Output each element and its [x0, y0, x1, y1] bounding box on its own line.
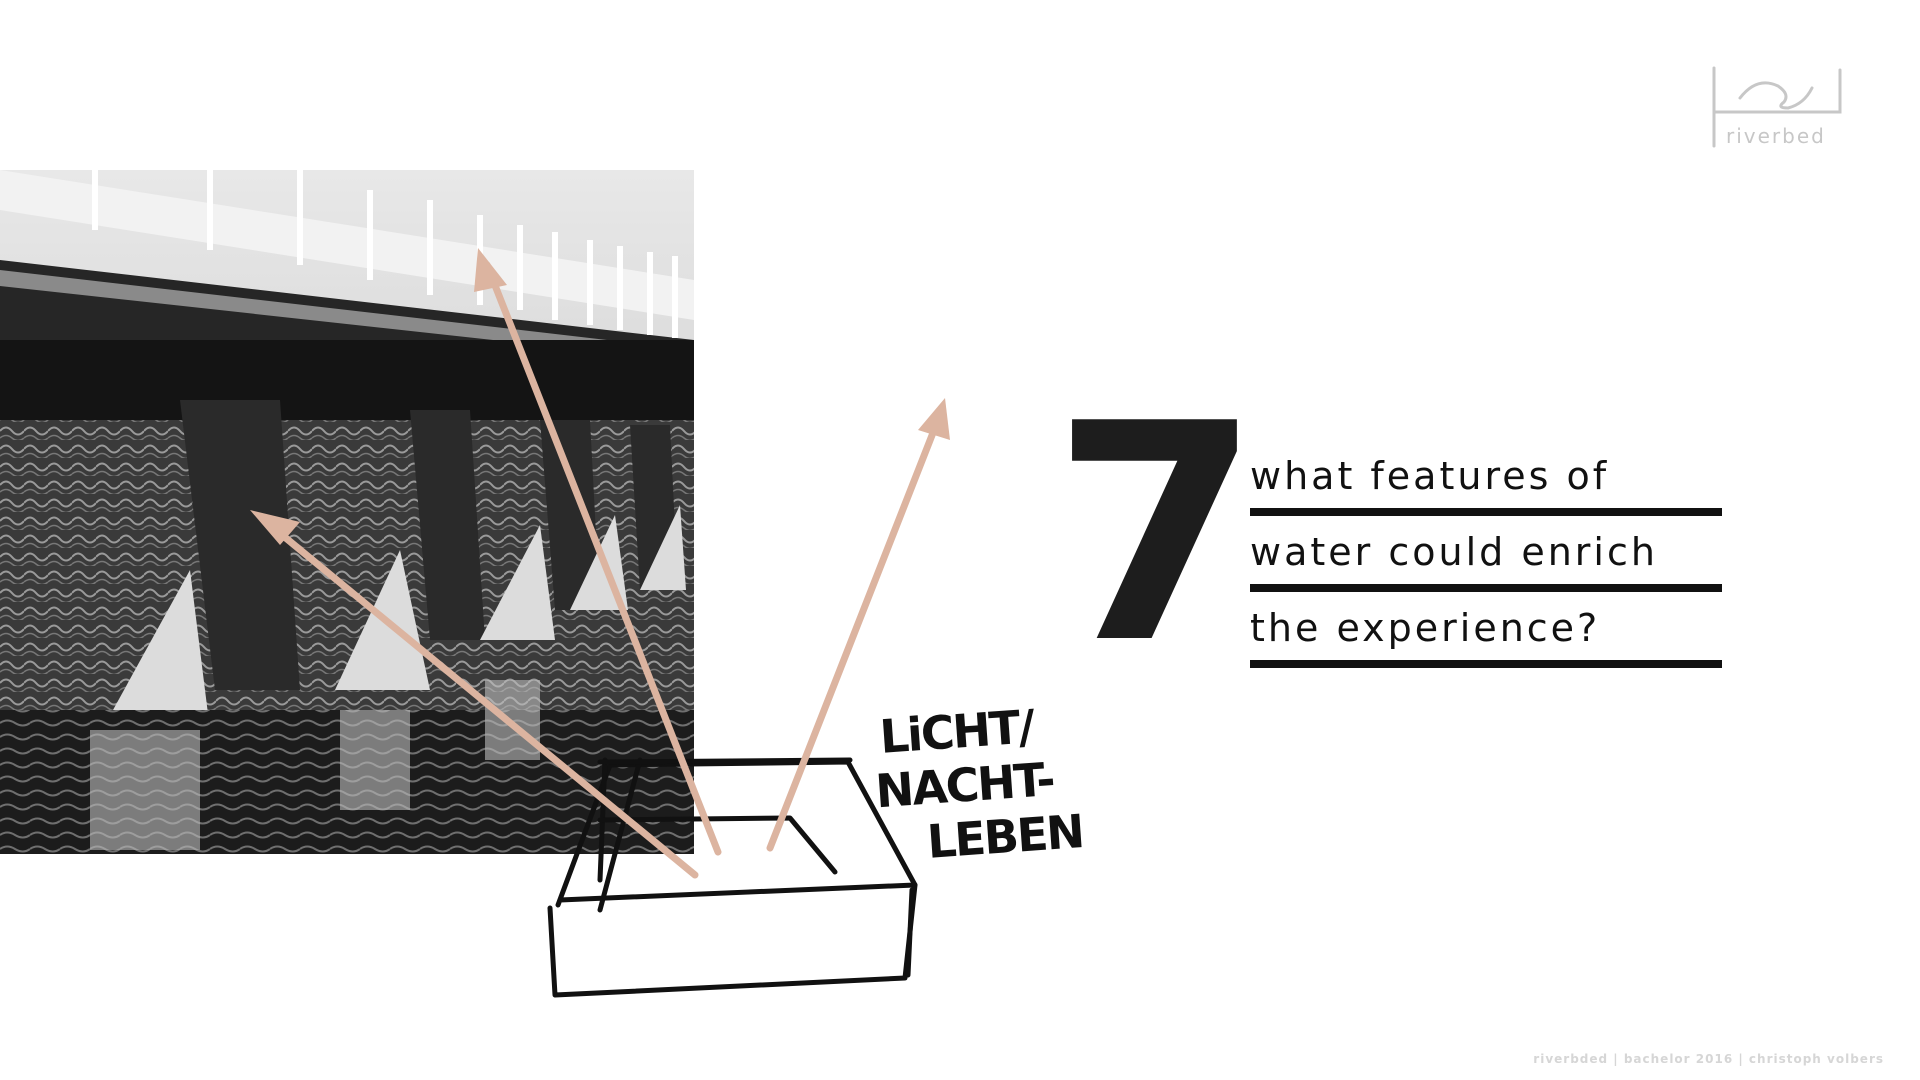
handwritten-line: LEBEN — [925, 804, 1085, 869]
logo-text: riverbed — [1726, 124, 1826, 148]
footer-credit: riverbded | bachelor 2016 | christoph vo… — [1533, 1052, 1884, 1066]
question-line: water could enrich — [1250, 516, 1722, 592]
question-line: the experience? — [1250, 592, 1722, 668]
riverbed-logo-icon — [1712, 66, 1842, 148]
question-line: what features of — [1250, 440, 1722, 516]
bridge-photo — [0, 170, 694, 854]
question-block: what features of water could enrich the … — [1250, 440, 1722, 668]
handwritten-note: LiCHT/ NACHT- LEBEN — [874, 697, 1085, 871]
slide-number: 7 — [1052, 360, 1261, 709]
